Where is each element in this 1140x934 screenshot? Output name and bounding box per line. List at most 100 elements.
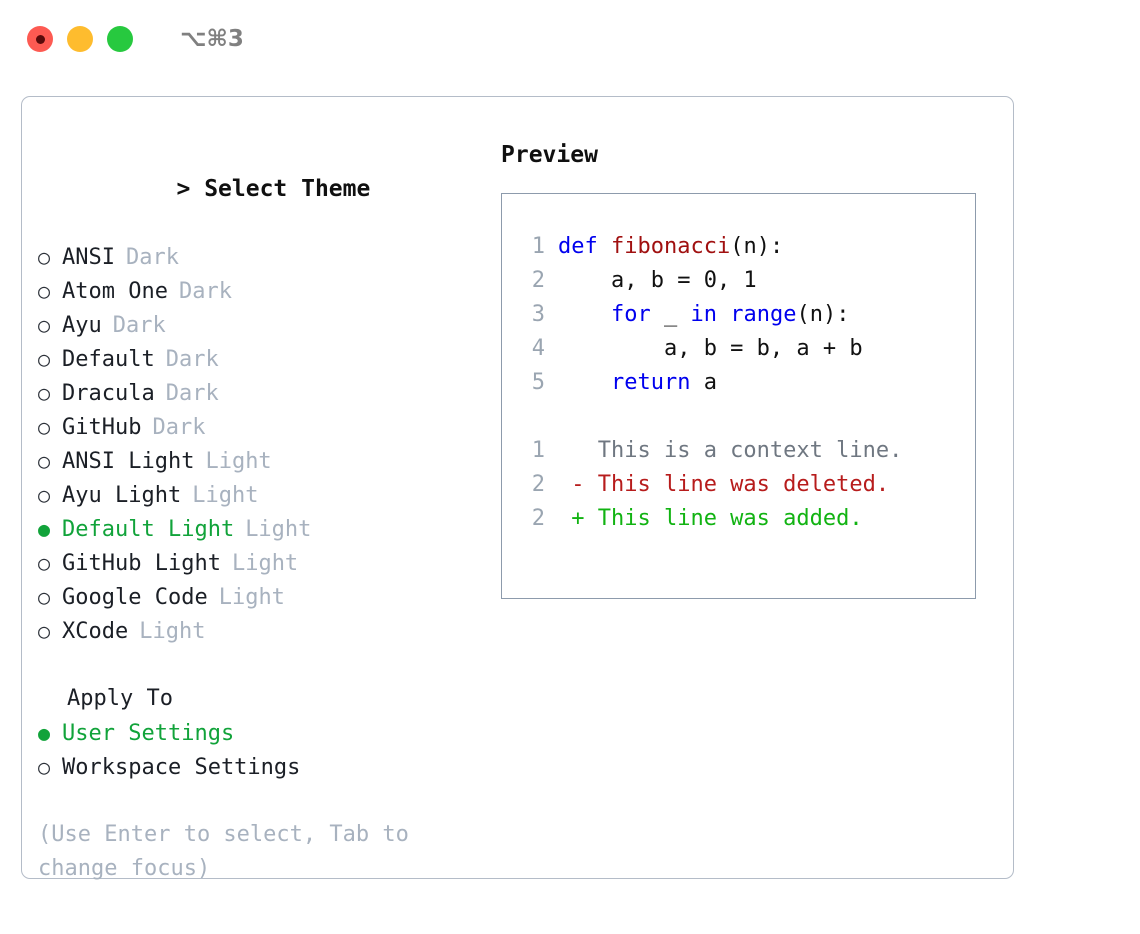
code-token: in: [690, 302, 717, 327]
theme-option-xcode[interactable]: ○ XCode Light: [38, 614, 498, 648]
theme-option-label: Atom One: [62, 279, 168, 304]
diff-line-add: 2 + This line was added.: [515, 502, 967, 536]
theme-option-ayu-light[interactable]: ○ Ayu Light Light: [38, 478, 498, 512]
theme-option-dracula[interactable]: ○ Dracula Dark: [38, 376, 498, 410]
radio-unselected-icon: ○: [38, 585, 51, 609]
theme-variant-tag: Light: [218, 585, 285, 610]
radio-unselected-icon: ○: [38, 347, 51, 371]
theme-option-default[interactable]: ○ Default Dark: [38, 342, 498, 376]
theme-option-label: Ayu Light: [62, 483, 182, 508]
code-line: 3 for _ in range(n):: [515, 298, 967, 332]
diff-line-number: 1: [531, 438, 545, 463]
radio-unselected-icon: ○: [38, 245, 51, 269]
theme-option-label: Dracula: [62, 381, 155, 406]
apply-to-option-workspace-settings[interactable]: ○ Workspace Settings: [38, 750, 498, 784]
apply-to-option-label: User Settings: [62, 721, 235, 746]
code-line-text: for _ in range(n):: [558, 298, 849, 332]
apply-to-option-label: Workspace Settings: [62, 755, 301, 780]
radio-unselected-icon: ○: [38, 619, 51, 643]
code-line-text: def fibonacci(n):: [558, 230, 783, 264]
code-token: for: [610, 302, 651, 327]
theme-variant-tag: Light: [231, 551, 299, 576]
radio-selected-icon: ●: [38, 517, 51, 541]
theme-variant-tag: Light: [192, 483, 259, 508]
radio-unselected-icon: ○: [38, 313, 51, 337]
code-line-text: a, b = 0, 1: [558, 264, 757, 298]
code-line-number: 5: [531, 370, 545, 395]
code-token: fibonacci: [610, 234, 731, 259]
prompt-caret-icon: >: [176, 176, 205, 202]
theme-variant-tag: Light: [139, 619, 206, 644]
theme-option-github-light[interactable]: ○ GitHub Light Light: [38, 546, 498, 580]
diff-line-text: + This line was added.: [558, 506, 863, 531]
diff-line-number: 2: [531, 506, 545, 531]
theme-variant-tag: Light: [245, 517, 312, 542]
code-line: 1 def fibonacci(n):: [515, 230, 967, 264]
diff-line-text: This is a context line.: [558, 438, 903, 463]
code-line-number: 1: [531, 234, 545, 259]
close-button-icon[interactable]: [27, 26, 53, 52]
diff-line-ctx: 1 This is a context line.: [515, 434, 967, 468]
code-line-text: return a: [558, 366, 717, 400]
theme-option-label: Default Light: [62, 517, 235, 542]
code-token: [717, 302, 730, 327]
code-token: [558, 302, 611, 327]
theme-option-label: Google Code: [62, 585, 208, 610]
code-token: a: [690, 370, 717, 395]
code-token: return: [610, 370, 691, 395]
window-title-shortcut: ⌥⌘3: [180, 26, 244, 52]
maximize-button-icon[interactable]: [107, 26, 133, 52]
code-line-text: a, b = b, a + b: [558, 332, 863, 366]
theme-variant-tag: Dark: [152, 415, 206, 440]
theme-variant-tag: Dark: [165, 381, 219, 406]
apply-to-section: Apply To ● User Settings ○ Workspace Settin…: [38, 682, 498, 784]
apply-to-option-user-settings[interactable]: ● User Settings: [38, 716, 498, 750]
code-token: a, b = 0, 1: [558, 268, 757, 293]
theme-variant-tag: Dark: [112, 313, 166, 338]
radio-unselected-icon: ○: [38, 551, 51, 575]
code-token: [558, 370, 611, 395]
theme-variant-tag: Dark: [125, 245, 179, 270]
radio-unselected-icon: ○: [38, 279, 51, 303]
theme-option-label: GitHub Light: [62, 551, 221, 576]
theme-option-label: Ayu: [62, 313, 102, 338]
code-blank-line: [515, 400, 967, 434]
theme-option-ayu[interactable]: ○ Ayu Dark: [38, 308, 498, 342]
select-theme-header: > Select Theme: [38, 138, 498, 240]
code-token: a, b = b, a + b: [558, 336, 863, 361]
code-token: def: [558, 234, 611, 259]
theme-option-google-code[interactable]: ○ Google Code Light: [38, 580, 498, 614]
radio-unselected-icon: ○: [38, 449, 51, 473]
theme-option-default-light[interactable]: ● Default Light Light: [38, 512, 498, 546]
code-line-number: 3: [531, 302, 545, 327]
radio-selected-icon: ●: [38, 721, 51, 745]
code-token: range: [730, 302, 797, 327]
apply-to-option-list[interactable]: ● User Settings ○ Workspace Settings: [38, 716, 498, 784]
theme-option-label: XCode: [62, 619, 129, 644]
radio-unselected-icon: ○: [38, 483, 51, 507]
radio-unselected-icon: ○: [38, 415, 51, 439]
code-line: 5 return a: [515, 366, 967, 400]
code-line: 2 a, b = 0, 1: [515, 264, 967, 298]
code-line: 4 a, b = b, a + b: [515, 332, 967, 366]
radio-unselected-icon: ○: [38, 381, 51, 405]
minimize-button-icon[interactable]: [67, 26, 93, 52]
theme-variant-tag: Dark: [165, 347, 219, 372]
window-controls: [27, 26, 133, 52]
code-line-number: 4: [531, 336, 545, 361]
apply-to-title: Apply To: [67, 686, 173, 711]
radio-unselected-icon: ○: [38, 755, 51, 779]
theme-variant-tag: Light: [205, 449, 272, 474]
theme-option-label: Default: [62, 347, 155, 372]
keyboard-hint-text: (Use Enter to select, Tab to change focu…: [38, 822, 423, 881]
